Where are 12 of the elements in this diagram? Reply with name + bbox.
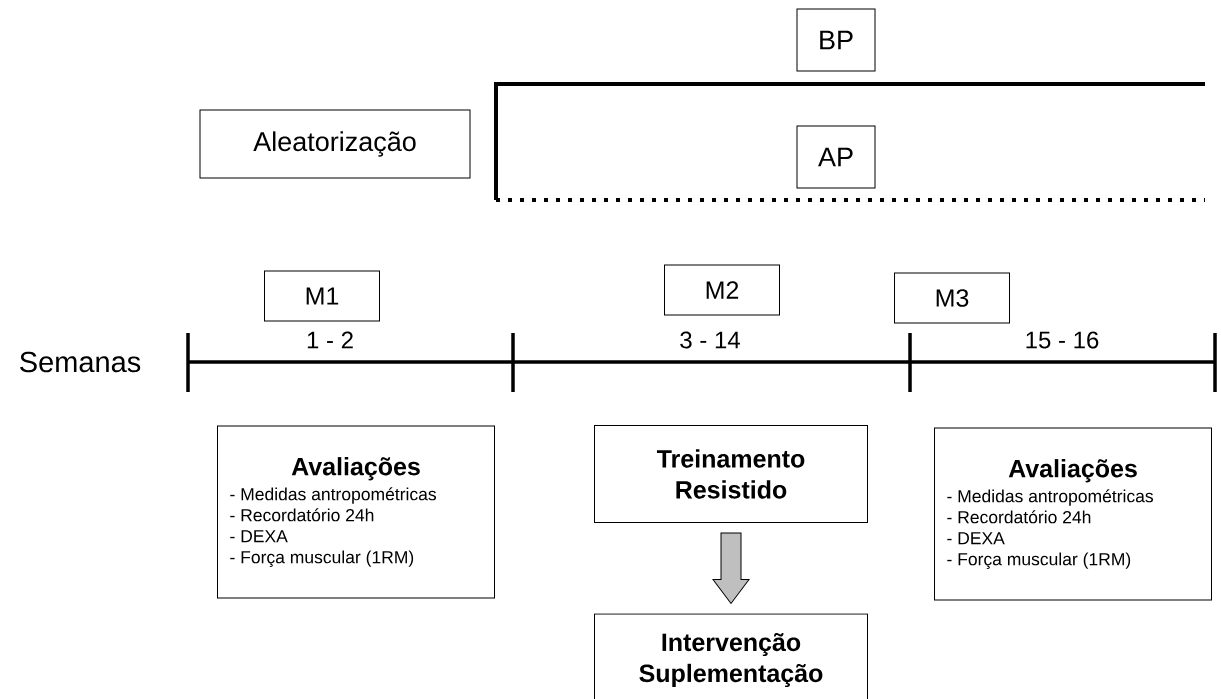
label-box: Aleatorização: [199, 109, 471, 179]
block-arrow: [712, 532, 750, 604]
label-box: AP: [796, 125, 876, 189]
label-box: BP: [796, 8, 876, 72]
assessment-box: Avaliações - Medidas antropométricas - Recordatório 24h - DEXA - Força muscular (1RM): [934, 427, 1212, 601]
label-box: M3: [894, 272, 1010, 324]
axis-label: Semanas: [20, 351, 141, 373]
label-box: M1: [264, 270, 380, 322]
stage-box: Intervenção Suplementação: [594, 613, 868, 699]
stage-box: Treinamento Resistido: [594, 425, 868, 523]
assessment-box: Avaliações - Medidas antropométricas - Recordatório 24h - DEXA - Força muscular (1RM): [217, 425, 495, 599]
label-box: M2: [664, 264, 780, 316]
